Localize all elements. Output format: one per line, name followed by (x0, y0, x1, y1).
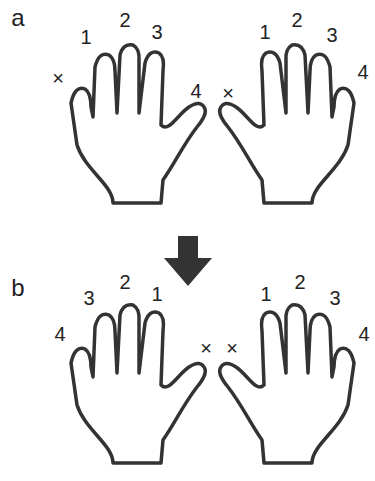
excluded-mark: × (200, 337, 212, 359)
finger-number: 2 (119, 9, 130, 31)
finger-number: 1 (260, 283, 271, 305)
excluded-mark: × (226, 337, 238, 359)
finger-number: 1 (259, 21, 270, 43)
finger-number: 4 (190, 80, 201, 102)
finger-number: 3 (83, 287, 94, 309)
finger-number: 4 (54, 323, 65, 345)
right-hand (220, 305, 354, 463)
left-hand (71, 45, 205, 203)
panel-letter: b (11, 275, 24, 301)
finger-number: 2 (294, 271, 305, 293)
excluded-mark: × (52, 67, 64, 89)
finger-number: 3 (326, 24, 337, 46)
panel-letter: a (11, 5, 24, 31)
right-hand (220, 45, 354, 203)
excluded-mark: × (222, 82, 234, 104)
left-hand (71, 305, 205, 463)
finger-number: 1 (151, 283, 162, 305)
finger-number: 2 (119, 271, 130, 293)
finger-number: 1 (80, 26, 91, 48)
finger-number: 2 (291, 9, 302, 31)
finger-number: 4 (357, 61, 368, 83)
finger-number: 4 (358, 323, 369, 345)
finger-number: 3 (151, 21, 162, 43)
down-arrow (164, 236, 212, 286)
finger-number: 3 (329, 287, 340, 309)
